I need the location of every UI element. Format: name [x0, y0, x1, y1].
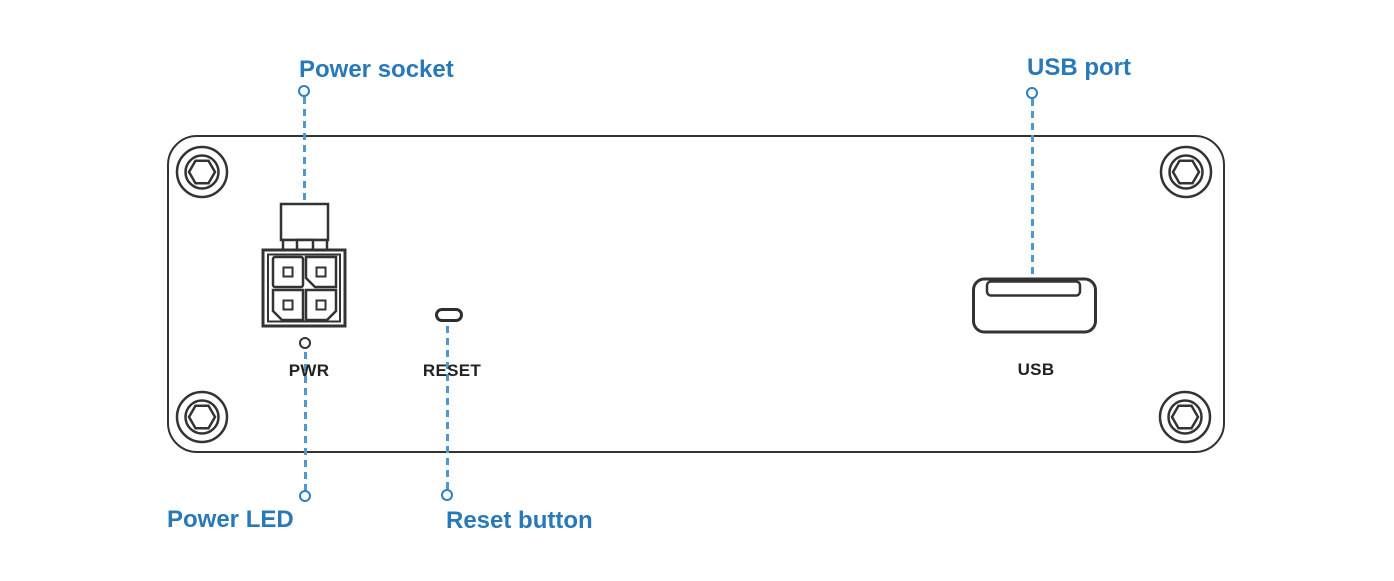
callout-power-socket: Power socket — [299, 56, 454, 83]
leader-line-usb-port — [1031, 99, 1034, 277]
callout-reset-button: Reset button — [446, 507, 593, 534]
screw-icon — [1157, 389, 1213, 445]
reset-button-icon — [435, 308, 463, 322]
callout-power-led: Power LED — [167, 506, 294, 533]
power-led-icon — [299, 337, 311, 349]
leader-line-power-led — [304, 352, 307, 492]
power-connector-icon — [258, 201, 350, 331]
usb-port-icon — [969, 274, 1097, 336]
leader-line-reset-button — [446, 326, 449, 491]
screw-icon — [174, 144, 230, 200]
screw-icon — [174, 389, 230, 445]
panel-label-reset: RESET — [422, 361, 482, 380]
leader-dot-icon — [298, 85, 310, 97]
screw-icon — [1158, 144, 1214, 200]
leader-dot-icon — [299, 490, 311, 502]
panel-label-usb: USB — [1017, 360, 1055, 379]
panel-label-pwr: PWR — [288, 361, 330, 380]
leader-line-power-socket — [303, 97, 306, 203]
callout-usb-port: USB port — [1027, 54, 1131, 81]
leader-dot-icon — [1026, 87, 1038, 99]
leader-dot-icon — [441, 489, 453, 501]
